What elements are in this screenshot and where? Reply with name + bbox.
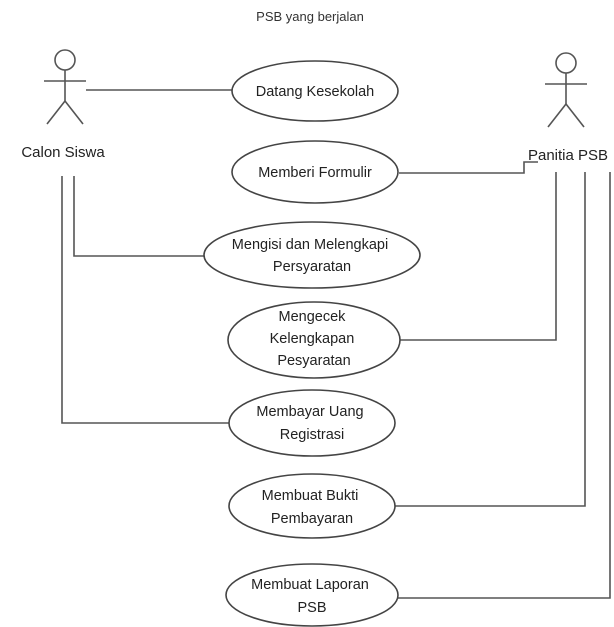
association-panitia-membuat-bukti — [395, 172, 586, 507]
use-case-memberi-formulir: Memberi Formulir — [231, 140, 399, 204]
stick-figure-icon — [44, 49, 86, 125]
use-case-membuat-bukti-pembayaran: Membuat Bukti Pembayaran — [228, 473, 396, 539]
actor-panitia-psb: Panitia PSB — [528, 52, 608, 164]
use-case-datang-kesekolah: Datang Kesekolah — [231, 60, 399, 122]
use-case-mengisi-dan-melengkapi-persyaratan: Mengisi dan Melengkapi Persyaratan — [203, 221, 421, 289]
use-case-ellipse — [228, 473, 396, 539]
use-case-ellipse — [231, 140, 399, 204]
diagram-title: PSB yang berjalan — [256, 9, 364, 24]
stick-figure-icon — [545, 52, 587, 128]
association-calon-mengisi-persyaratan — [73, 176, 206, 257]
use-case-label: Membayar Uang Registrasi — [256, 404, 367, 443]
use-case-ellipse — [225, 563, 399, 627]
association-panitia-membuat-laporan — [398, 172, 611, 599]
actor-calon-siswa: Calon Siswa — [21, 49, 105, 161]
use-case-label: Membuat Laporan PSB — [251, 577, 373, 616]
use-case-ellipse — [227, 301, 401, 379]
use-case-ellipse — [231, 60, 399, 122]
actor-label: Panitia PSB — [528, 147, 608, 164]
association-calon-membayar-registrasi — [61, 176, 229, 424]
use-case-label: Memberi Formulir — [258, 165, 372, 181]
use-case-ellipse — [203, 221, 421, 289]
use-case-ellipse — [228, 389, 396, 457]
use-case-label: Mengisi dan Melengkapi Persyaratan — [232, 237, 392, 275]
use-case-membuat-laporan-psb: Membuat Laporan PSB — [225, 563, 399, 627]
association-panitia-mengecek-kelengkapan — [399, 172, 557, 341]
use-case-membayar-uang-registrasi: Membayar Uang Registrasi — [228, 389, 396, 457]
association-panitia-memberi-formulir — [399, 161, 538, 174]
use-case-mengecek-kelengkapan-pesyaratan: Mengecek Kelengkapan Pesyaratan — [227, 301, 401, 379]
use-case-label: Mengecek Kelengkapan Pesyaratan — [270, 309, 359, 369]
use-case-label: Membuat Bukti Pembayaran — [262, 488, 363, 527]
actor-label: Calon Siswa — [21, 144, 105, 161]
associations — [61, 89, 611, 599]
use-case-label: Datang Kesekolah — [256, 84, 375, 100]
